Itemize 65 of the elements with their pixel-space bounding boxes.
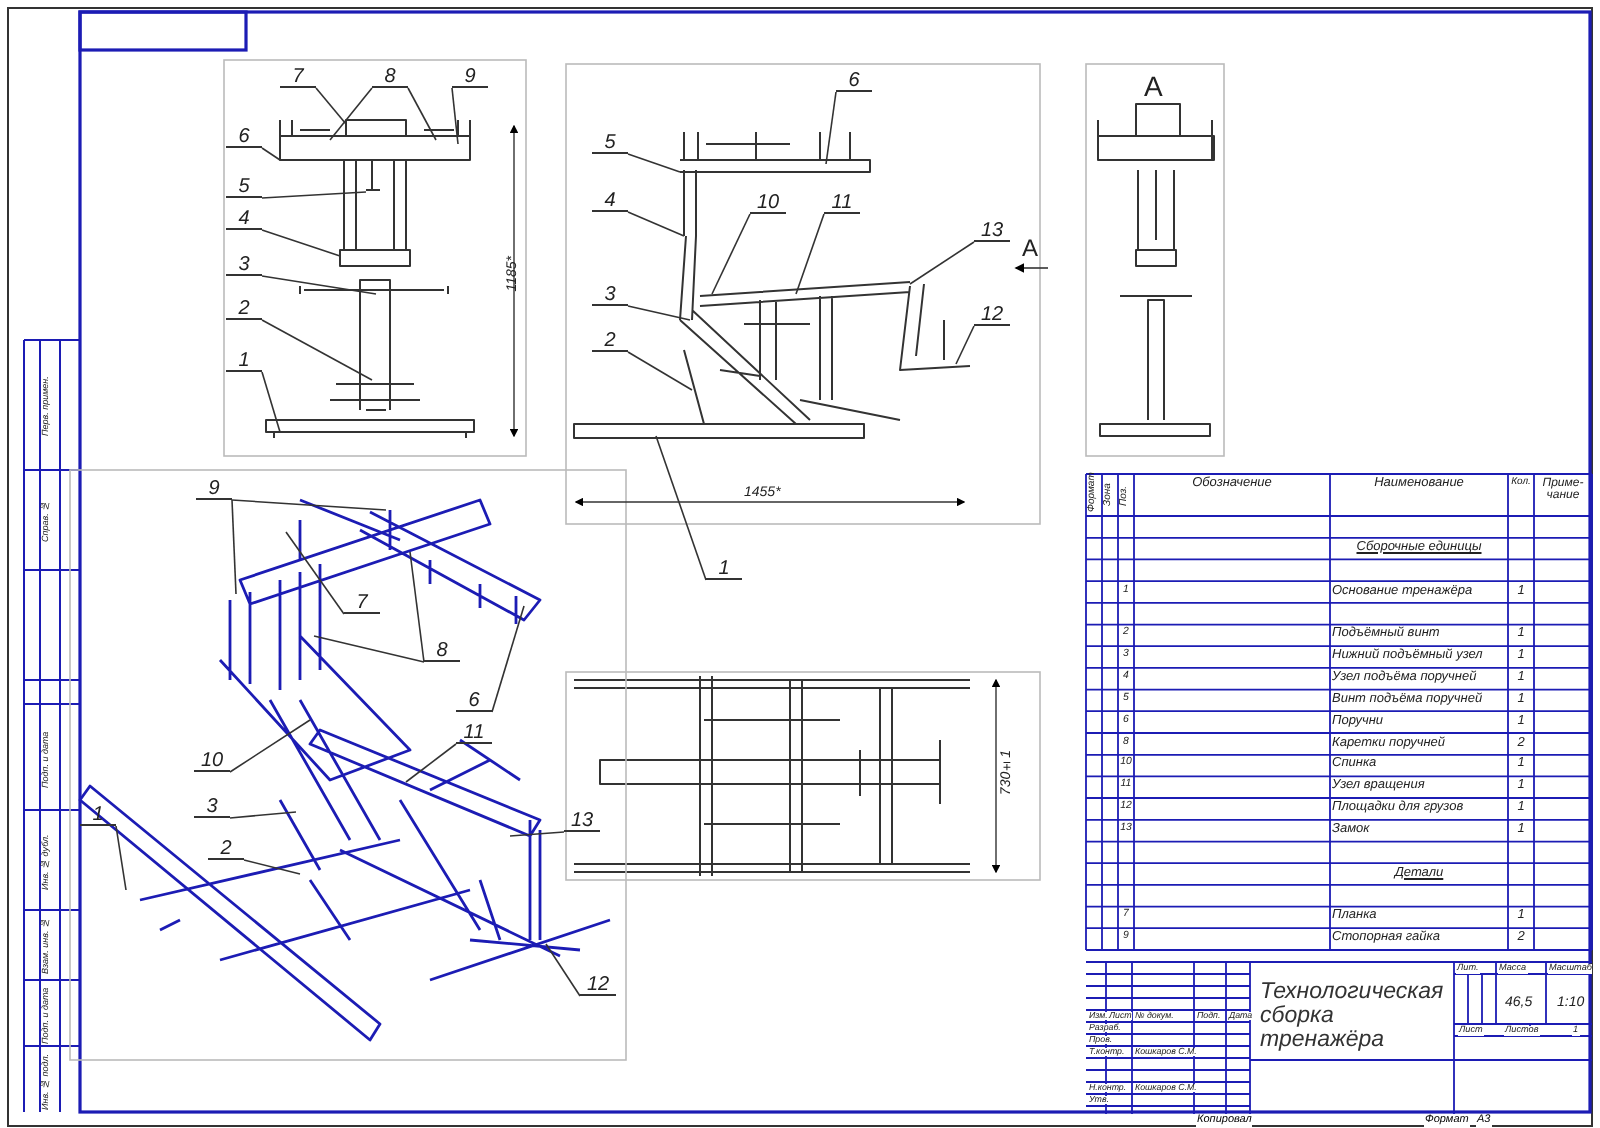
leader-line [627,211,685,237]
callout-number: 8 [372,66,408,88]
leader-line [655,435,707,581]
callout-number: 2 [592,330,628,352]
callout-number: 6 [226,126,262,148]
callout-number: 6 [456,690,492,712]
leader-line [313,635,425,663]
callout-number: 1 [226,350,262,372]
callout-number: 3 [226,254,262,276]
section-mark: A [1144,72,1163,100]
callout-number: 3 [592,284,628,306]
leader-line [627,305,691,321]
leader-line [545,943,581,997]
leader-line [909,241,975,285]
leader-line [405,743,457,783]
leader-line [261,319,373,381]
callout-number: 2 [226,298,262,320]
callout-number: 4 [226,208,262,230]
leader-line [261,275,377,295]
callout-number: 10 [194,750,230,772]
leader-line [231,499,237,595]
leader-line [711,213,751,295]
leader-line [491,605,525,713]
callout-number: 5 [592,132,628,154]
leader-line [229,811,297,819]
leader-line [627,351,693,391]
callout-number: 8 [424,640,460,662]
callout-number: 9 [452,66,488,88]
leader-line [229,719,311,773]
callout-number: 4 [592,190,628,212]
callout-number: 11 [824,192,860,214]
leader-line [261,147,281,161]
leader-line [627,153,681,173]
leader-line [407,87,437,141]
leader-line [261,229,341,257]
callout-number: 7 [280,66,316,88]
callout-number: 7 [344,592,380,614]
callout-number: 5 [226,176,262,198]
callout-number: 13 [974,220,1010,242]
callout-number: 6 [836,70,872,92]
leader-line [329,87,373,141]
leader-line [261,371,281,433]
callout-number: 2 [208,838,244,860]
section-mark: A [1022,236,1039,260]
leader-line [795,213,825,295]
leader-line [261,191,367,199]
callout-number: 12 [974,304,1010,326]
callout-number: 1 [706,558,742,580]
leader-line [825,91,837,165]
leader-line [955,325,975,365]
leader-line [243,859,301,875]
callout-number: 9 [196,478,232,500]
leader-line [409,551,425,663]
callout-number: 13 [564,810,600,832]
leader-line [231,499,387,511]
callout-number: 3 [194,796,230,818]
drawing-title: Технологическая сборка тренажёра [1260,980,1446,1053]
leader-line [451,87,459,145]
leader-line [115,825,127,891]
callout-number: 12 [580,974,616,996]
callout-number: 11 [456,722,492,744]
leader-line [509,831,565,837]
leader-line [285,531,345,615]
callout-number: 10 [750,192,786,214]
leader-line [315,87,347,125]
